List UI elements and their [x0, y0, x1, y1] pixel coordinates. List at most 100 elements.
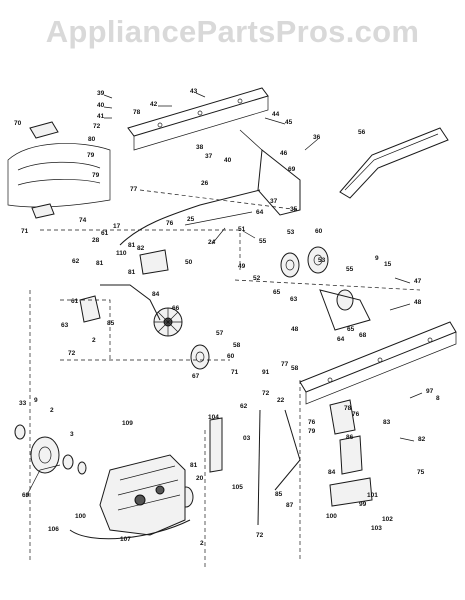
callout-label: 63: [61, 322, 69, 329]
callout-label: 64: [256, 209, 264, 216]
callout-label: 55: [259, 238, 267, 245]
callout-label: 67: [192, 373, 200, 380]
callout-label: 84: [152, 291, 160, 298]
callout-label: 43: [190, 88, 198, 95]
callout-label: 75: [417, 469, 425, 476]
callout-label: 38: [196, 144, 204, 151]
callout-label: 72: [256, 532, 264, 539]
callout-label: 82: [137, 245, 145, 252]
callout-label: 100: [326, 513, 337, 520]
callout-label: 58: [291, 365, 299, 372]
callout-label: 87: [286, 502, 294, 509]
callout-label: 107: [120, 536, 131, 543]
callout-label: 83: [383, 419, 391, 426]
callout-label: 79: [308, 428, 316, 435]
callout-label: 65: [273, 289, 281, 296]
drive-belt: [339, 127, 449, 199]
callout-label: 33: [19, 400, 27, 407]
callout-label: 48: [414, 299, 422, 306]
callout-label: 55: [346, 266, 354, 273]
callout-label: 63: [290, 296, 298, 303]
hood-outline: [7, 143, 111, 208]
callout-label: 76: [352, 411, 360, 418]
callout-label: 81: [128, 242, 136, 249]
callout-label: 91: [262, 369, 270, 376]
callout-label: 35: [290, 206, 298, 213]
callout-label: 65: [347, 326, 355, 333]
watermark-text: AppliancePartsPros.com: [45, 14, 420, 49]
callout-label: 60: [227, 353, 235, 360]
callout-label: 3: [70, 431, 74, 438]
callout-label: 24: [208, 239, 216, 246]
callout-label: 36: [313, 134, 321, 141]
callout-label: 80: [88, 136, 96, 143]
callout-label: 82: [418, 436, 426, 443]
callout-label: 17: [113, 223, 121, 230]
callout-label: 2: [50, 407, 54, 414]
callout-label: 72: [93, 123, 101, 130]
lower-frame-rail: [299, 321, 457, 405]
callout-label: 52: [253, 275, 261, 282]
callout-label: 76: [166, 220, 174, 227]
idler-bracket: [239, 129, 371, 331]
callout-label: 102: [382, 516, 393, 523]
callout-label: 77: [281, 361, 289, 368]
transaxle: [14, 424, 186, 536]
callout-label: 78: [133, 109, 141, 116]
callout-label: 60: [315, 228, 323, 235]
callout-label: 103: [371, 525, 382, 532]
callout-label: 58: [233, 342, 241, 349]
callout-label: 49: [238, 263, 246, 270]
callout-label: 105: [232, 484, 243, 491]
callout-label: 70: [14, 120, 22, 127]
callout-label: 47: [414, 278, 422, 285]
callout-label: 48: [291, 326, 299, 333]
pulley-assembly: [178, 246, 354, 508]
callout-label: 85: [275, 491, 283, 498]
callout-label: 78: [344, 405, 352, 412]
callout-label: 69: [288, 166, 296, 173]
callout-label: 109: [122, 420, 133, 427]
callout-label: 46: [280, 150, 288, 157]
callout-label: 64: [337, 336, 345, 343]
leader-lines: [25, 92, 423, 498]
callout-label: 81: [128, 269, 136, 276]
callout-label: 69: [22, 492, 30, 499]
callout-label: 44: [272, 111, 280, 118]
callout-label: 51: [238, 226, 246, 233]
callout-label: 68: [359, 332, 367, 339]
callout-label: 37: [205, 153, 213, 160]
callout-label: 72: [262, 390, 270, 397]
callout-label: 77: [130, 186, 138, 193]
callout-label: 61: [71, 298, 79, 305]
callout-label: 2: [92, 337, 96, 344]
callout-label: 76: [308, 419, 316, 426]
callout-label: 41: [97, 113, 105, 120]
callout-label: 79: [87, 152, 95, 159]
callout-label: 40: [97, 102, 105, 109]
callout-label: 03: [243, 435, 251, 442]
callout-label: 74: [79, 217, 87, 224]
callout-label: 42: [150, 101, 158, 108]
callout-label: 15: [384, 261, 392, 268]
callout-label: 9: [34, 397, 38, 404]
callout-label: 81: [190, 462, 198, 469]
callout-label: 79: [92, 172, 100, 179]
callout-label: 56: [358, 129, 366, 136]
callout-label: 110: [116, 250, 127, 257]
cooling-fan: [153, 307, 183, 337]
callout-label: 53: [287, 229, 295, 236]
callout-label: 45: [285, 119, 293, 126]
upper-frame-rail: [127, 87, 269, 151]
callout-label: 66: [172, 305, 180, 312]
callout-label: 39: [97, 90, 105, 97]
callout-label: 62: [240, 403, 248, 410]
callout-label: 20: [196, 475, 204, 482]
callout-label: 86: [346, 434, 354, 441]
callout-label: 61: [101, 230, 109, 237]
callout-labels: 3940414342727870807979774445365638374046…: [14, 88, 440, 547]
right-brackets: [209, 399, 373, 507]
callout-label: 84: [328, 469, 336, 476]
callout-label: 50: [185, 259, 193, 266]
